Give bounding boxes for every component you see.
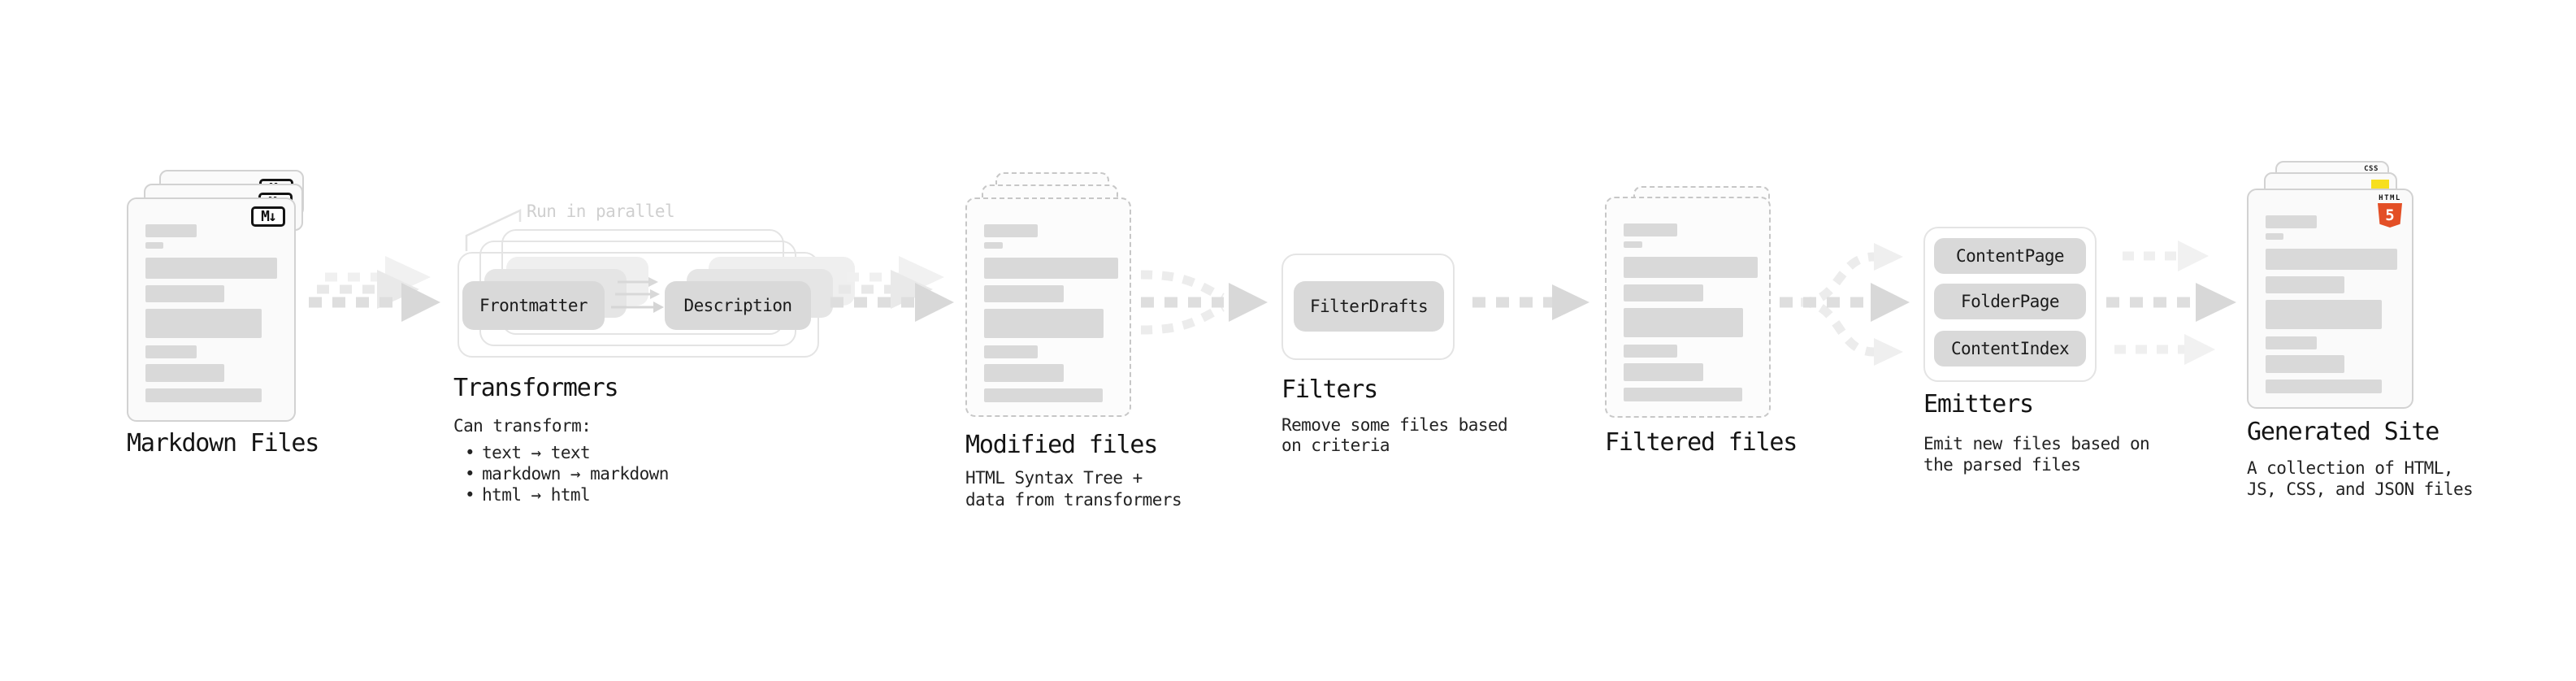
emitters-box: [1923, 227, 2097, 382]
transform-bullet: • html → html: [465, 484, 669, 505]
generated-site-label: Generated Site: [2247, 418, 2439, 446]
transformers-title: Transformers: [453, 374, 619, 402]
bullet-glyph: •: [465, 464, 475, 484]
modified-files-label: Modified files: [965, 431, 1158, 459]
modified-file-card: [965, 197, 1131, 417]
html5-icon-number: 5: [2385, 206, 2395, 224]
transform-bullet: • text → text: [465, 442, 669, 463]
filters-box: [1281, 254, 1455, 360]
description-line: Remove some files based: [1281, 415, 1508, 435]
description-line: Emit new files based on: [1923, 434, 2150, 453]
contentindex-pill: ContentIndex: [1934, 331, 2086, 367]
markdown-file-card: M↓: [127, 197, 296, 422]
transform-bullet: • markdown → markdown: [465, 463, 669, 484]
arrow-emitters-to-generated: [2106, 241, 2236, 365]
filters-title: Filters: [1281, 375, 1378, 404]
markdown-icon: M↓: [251, 206, 285, 227]
doc-text-placeholder: [984, 224, 1118, 402]
filtered-files-label: Filtered files: [1605, 428, 1798, 457]
filterdrafts-pill-label: FilterDrafts: [1309, 297, 1429, 316]
markdown-files-label: Markdown Files: [127, 429, 319, 458]
description-line: HTML Syntax Tree +: [965, 468, 1143, 488]
modified-files-description: HTML Syntax Tree + data from transformer…: [965, 467, 1182, 511]
doc-text-placeholder: [2266, 215, 2397, 393]
folderpage-pill-label: FolderPage: [1961, 292, 2059, 311]
arrow-filtered-to-emitters-fanout: [1780, 243, 1910, 366]
filters-description: Remove some files based on criteria: [1281, 415, 1508, 456]
emitters-title: Emitters: [1923, 390, 2034, 419]
description-pill-label: Description: [683, 296, 792, 315]
arrow-filters-to-filtered: [1472, 284, 1589, 320]
js-icon: [2371, 180, 2389, 189]
description-line: the parsed files: [1923, 455, 2081, 475]
arrow-markdown-to-transformers: [309, 256, 440, 322]
emitters-description: Emit new files based on the parsed files: [1923, 433, 2150, 475]
description-line: on criteria: [1281, 436, 1390, 455]
arrow-modified-to-filters-merge: [1140, 270, 1268, 335]
description-line: JS, CSS, and JSON files: [2247, 479, 2474, 499]
frontmatter-pill: Frontmatter: [462, 281, 605, 330]
html5-icon: HTML 5: [2378, 194, 2402, 228]
description-line: A collection of HTML,: [2247, 458, 2454, 478]
contentpage-pill-label: ContentPage: [1955, 246, 2065, 266]
can-transform-heading: Can transform:: [453, 416, 592, 436]
filterdrafts-pill: FilterDrafts: [1294, 281, 1444, 332]
contentindex-pill-label: ContentIndex: [1950, 339, 2070, 358]
bullet-glyph: •: [465, 485, 475, 505]
bullet-text: markdown → markdown: [482, 464, 669, 484]
markdown-icon-glyph: M↓: [261, 208, 277, 225]
contentpage-pill: ContentPage: [1934, 238, 2086, 274]
generated-site-description: A collection of HTML, JS, CSS, and JSON …: [2247, 458, 2474, 500]
html5-icon-word: HTML: [2379, 194, 2401, 202]
description-line: data from transformers: [965, 490, 1182, 510]
bullet-text: html → html: [482, 485, 591, 505]
filtered-file-card: [1605, 197, 1771, 418]
description-pill: Description: [665, 281, 811, 330]
run-in-parallel-note: Run in parallel: [527, 202, 675, 221]
transformers-description: Can transform: • text → text • markdown → …: [453, 415, 669, 505]
html5-icon-shield: 5: [2378, 203, 2402, 228]
bullet-glyph: •: [465, 443, 475, 462]
css-icon-word: CSS: [2364, 165, 2379, 173]
folderpage-pill: FolderPage: [1934, 284, 2086, 319]
doc-text-placeholder: [1624, 223, 1758, 401]
frontmatter-pill-label: Frontmatter: [479, 296, 588, 315]
generated-file-card: HTML 5: [2247, 189, 2413, 409]
doc-text-placeholder: [145, 224, 277, 402]
bullet-text: text → text: [482, 443, 591, 462]
